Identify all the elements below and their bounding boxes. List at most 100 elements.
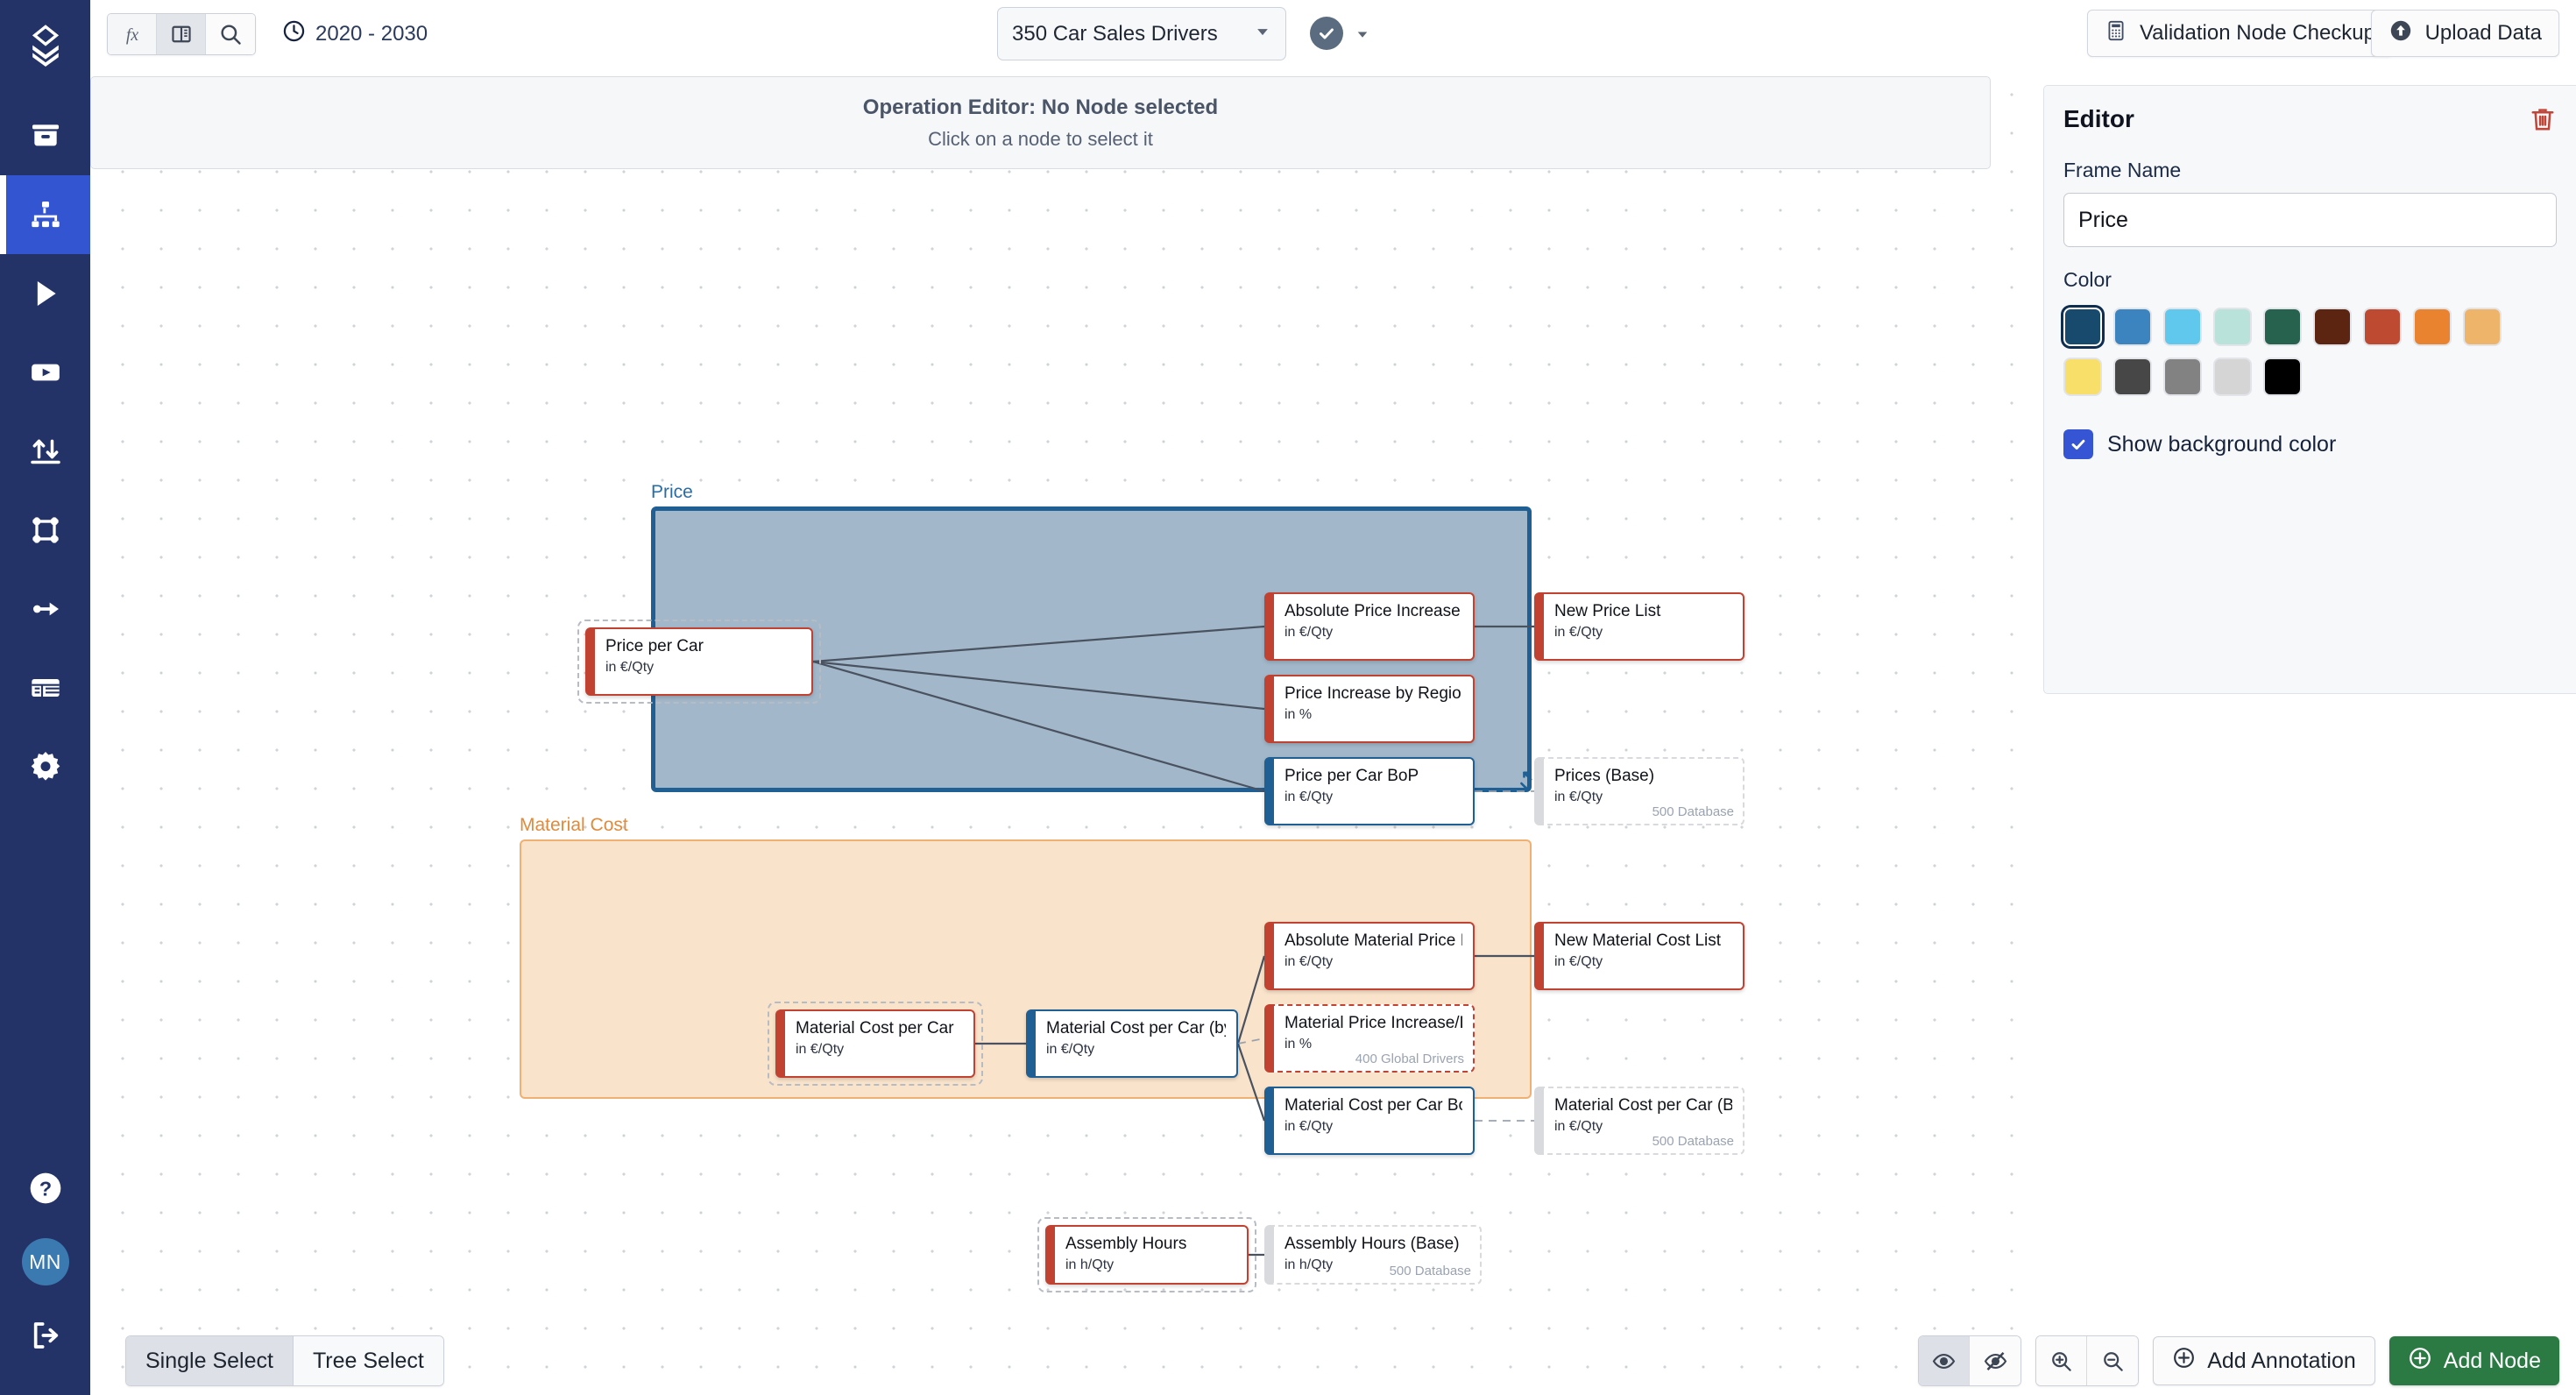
sidebar-item-transfer[interactable] <box>0 412 90 491</box>
validation-node-checkup-button[interactable]: Validation Node Checkup <box>2086 10 2393 57</box>
node-unit: in €/Qty <box>605 659 655 675</box>
color-swatch-6[interactable] <box>2363 308 2402 346</box>
logout-button[interactable] <box>0 1299 90 1372</box>
sidebar-item-table[interactable] <box>0 648 90 727</box>
sidebar-item-play[interactable] <box>0 254 90 333</box>
show-background-label: Show background color <box>2107 431 2337 457</box>
single-select-button[interactable]: Single Select <box>126 1336 294 1385</box>
validation-button-label: Validation Node Checkup <box>2139 21 2375 45</box>
show-background-row: Show background color <box>2063 429 2557 459</box>
node-title: Price per Car BoP <box>1284 767 1419 785</box>
node-material-cost-by-co[interactable]: Material Cost per Car (by Co…in €/Qty <box>1026 1009 1238 1078</box>
node-title: Price Increase by Region (Su… <box>1284 684 1462 703</box>
node-material-cost-base[interactable]: Material Cost per Car (Base)in €/Qty500 … <box>1534 1087 1744 1155</box>
color-label: Color <box>2063 268 2112 291</box>
svg-text:fx: fx <box>125 25 138 45</box>
model-select[interactable]: 350 Car Sales Drivers <box>997 7 1286 60</box>
node-title: Absolute Material Price Incre… <box>1284 931 1462 950</box>
node-title: Assembly Hours <box>1065 1235 1187 1253</box>
select-mode-toggle: Single Select Tree Select <box>125 1335 444 1386</box>
color-swatch-3[interactable] <box>2213 308 2252 346</box>
frame-label-0: Price <box>651 482 693 502</box>
node-title: Material Cost per Car <box>796 1019 954 1037</box>
color-swatch-5[interactable] <box>2313 308 2352 346</box>
app-logo[interactable] <box>0 14 90 77</box>
clock-icon <box>282 19 306 49</box>
sidebar-item-frame[interactable] <box>0 491 90 570</box>
node-title: New Material Cost List <box>1554 931 1722 950</box>
sidebar-item-archive[interactable] <box>0 96 90 175</box>
svg-text:?: ? <box>39 1178 51 1200</box>
color-swatch-11[interactable] <box>2163 358 2202 396</box>
view-mode-group: fx <box>107 13 256 55</box>
node-title: Prices (Base) <box>1554 767 1655 785</box>
diagram-canvas[interactable]: Operation Editor: No Node selected Click… <box>90 68 2043 1395</box>
check-circle-icon-button[interactable] <box>1310 17 1343 50</box>
bottom-toolbar: Single Select Tree Select <box>90 1327 2576 1395</box>
search-icon-button[interactable] <box>206 14 255 54</box>
frame-resize-handle[interactable] <box>1507 765 1542 800</box>
node-selection-ring <box>577 620 821 704</box>
node-unit: in €/Qty <box>1284 789 1334 804</box>
color-swatch-1[interactable] <box>2113 308 2152 346</box>
color-swatch-2[interactable] <box>2163 308 2202 346</box>
color-swatch-9[interactable] <box>2063 358 2102 396</box>
check-dropdown-caret-icon[interactable] <box>1355 26 1370 46</box>
sidebar-item-hierarchy[interactable] <box>0 175 90 254</box>
color-swatch-7[interactable] <box>2413 308 2452 346</box>
operation-editor-hint: Click on a node to select it <box>928 127 1153 150</box>
color-swatch-0[interactable] <box>2063 308 2102 346</box>
color-swatch-8[interactable] <box>2463 308 2502 346</box>
node-title: Price per Car <box>605 637 704 655</box>
period-label: 2020 - 2030 <box>315 22 428 46</box>
frame-label-1: Material Cost <box>520 815 628 835</box>
node-price-increase-region[interactable]: Price Increase by Region (Su… in % <box>1264 675 1475 743</box>
color-swatch-12[interactable] <box>2213 358 2252 396</box>
add-annotation-button[interactable]: Add Annotation <box>2153 1336 2375 1385</box>
sidebar-item-video[interactable] <box>0 333 90 412</box>
eye-icon-button[interactable] <box>1919 1336 1971 1385</box>
color-swatch-13[interactable] <box>2263 358 2302 396</box>
zoom-in-icon-button[interactable] <box>2036 1336 2088 1385</box>
add-annotation-label: Add Annotation <box>2207 1348 2356 1373</box>
add-node-button[interactable]: Add Node <box>2388 1336 2559 1385</box>
period-display[interactable]: 2020 - 2030 <box>282 19 428 49</box>
node-abs-price-increase[interactable]: Absolute Price Increase (Sust…in €/Qty <box>1264 592 1475 661</box>
avatar[interactable]: MN <box>0 1225 90 1299</box>
eye-off-icon-button[interactable] <box>1970 1336 2021 1385</box>
sidebar-item-flow[interactable] <box>0 570 90 648</box>
color-swatch-4[interactable] <box>2263 308 2302 346</box>
node-price-per-car-bop[interactable]: Price per Car BoP in €/Qty <box>1264 757 1475 825</box>
sidebar-item-settings[interactable] <box>0 727 90 806</box>
frame-name-input[interactable] <box>2063 193 2557 247</box>
node-unit: in €/Qty <box>1554 624 1603 640</box>
zoom-out-icon-button[interactable] <box>2087 1336 2139 1385</box>
node-title: Material Cost per Car (Base) <box>1554 1096 1732 1115</box>
node-abs-material-price-increase[interactable]: Absolute Material Price Incre…in €/Qty <box>1264 922 1475 990</box>
color-swatch-10[interactable] <box>2113 358 2152 396</box>
help-button[interactable]: ? <box>0 1151 90 1225</box>
node-price-per-car[interactable]: Price per Car in €/Qty <box>585 627 813 696</box>
panel-icon-button[interactable] <box>157 14 206 54</box>
show-background-checkbox[interactable] <box>2063 429 2093 459</box>
upload-data-button[interactable]: Upload Data <box>2370 10 2559 57</box>
tree-select-button[interactable]: Tree Select <box>293 1336 443 1385</box>
operation-editor-banner: Operation Editor: No Node selected Click… <box>90 76 1991 169</box>
node-material-price-inc-dec[interactable]: Material Price Increase/Decre…in %400 Gl… <box>1264 1004 1475 1073</box>
bottom-right-tools: Add Annotation Add Node <box>1918 1335 2559 1386</box>
formula-icon-button[interactable]: fx <box>108 14 157 54</box>
node-unit: in % <box>1284 706 1313 722</box>
frame-name-label: Frame Name <box>2063 159 2182 181</box>
node-unit: in €/Qty <box>1284 624 1334 640</box>
node-selection-ring <box>768 1002 983 1086</box>
upload-button-label: Upload Data <box>2424 21 2542 45</box>
trash-icon[interactable] <box>2529 105 2557 138</box>
chevron-down-icon <box>1254 22 1271 46</box>
